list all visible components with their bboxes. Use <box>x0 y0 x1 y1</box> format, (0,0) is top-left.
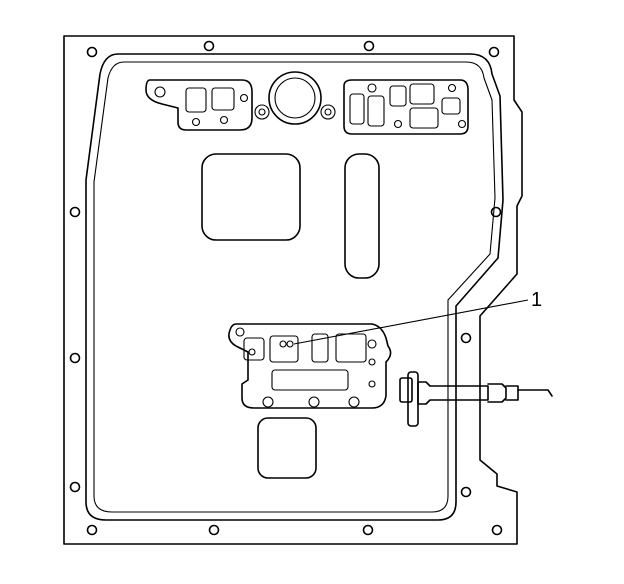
callout-leader-line <box>293 299 529 345</box>
bolt-holes <box>69 40 503 536</box>
bolt-hole <box>69 481 81 493</box>
pan-flange-inner-outline-2 <box>93 61 496 513</box>
bolt-hole <box>363 40 375 52</box>
bolt-hole <box>488 46 500 58</box>
bolt-hole <box>86 524 98 536</box>
oil-strainer-opening <box>254 71 336 125</box>
bolt-hole <box>203 40 215 52</box>
rectangular-pad <box>201 153 301 241</box>
bolt-hole <box>491 524 503 536</box>
bolt-hole <box>69 206 81 218</box>
bolt-hole <box>460 332 472 344</box>
bolt-hole <box>362 524 374 536</box>
bolt-hole <box>69 352 81 364</box>
slot-opening <box>344 153 380 279</box>
lower-pad <box>257 417 317 479</box>
bolt-hole <box>460 486 472 498</box>
callout-label-1: 1 <box>531 289 542 311</box>
bolt-hole <box>86 46 98 58</box>
bolt-hole <box>490 206 502 218</box>
lower-valve-body-gasket <box>228 323 392 409</box>
harness-connector-fitting <box>399 371 553 427</box>
upper-left-gasket <box>145 79 253 131</box>
housing-outer-outline <box>63 35 523 545</box>
bolt-hole <box>208 524 220 536</box>
upper-right-gasket <box>343 79 469 135</box>
pan-flange-inner-outline <box>85 53 504 521</box>
